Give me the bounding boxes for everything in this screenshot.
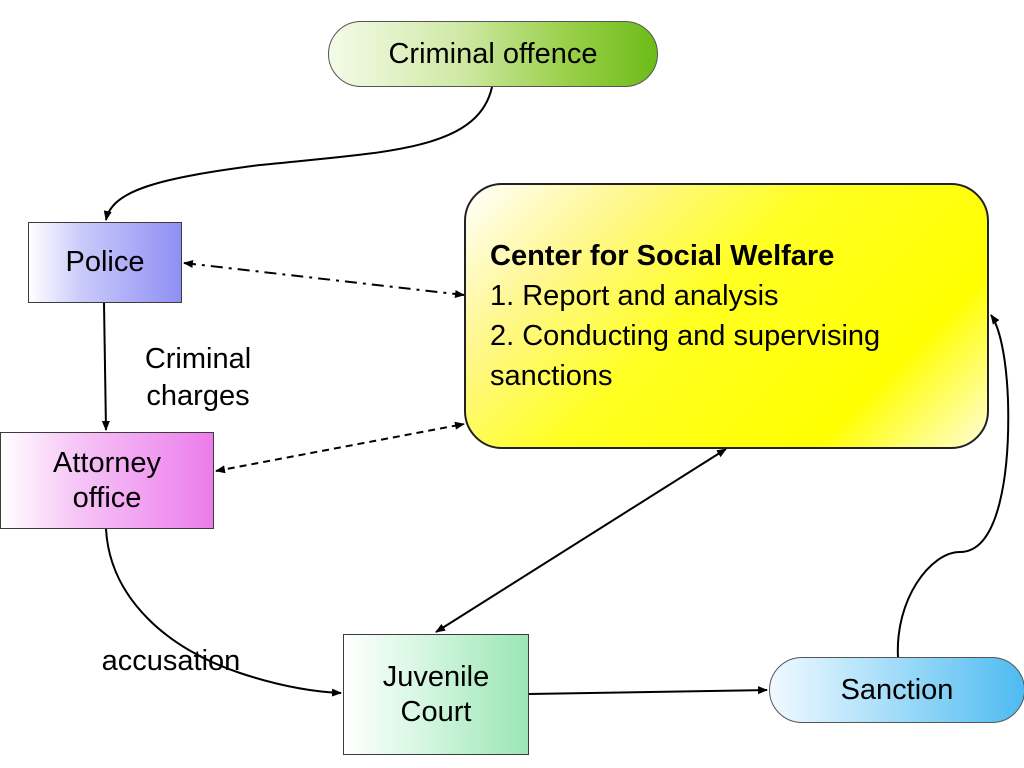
node-juvenile-court-line-2: Court [400,695,472,728]
node-sanction: Sanction [769,657,1024,723]
node-juvenile-court: Juvenile Court [343,634,529,755]
node-center-social-welfare: Center for Social Welfare 1. Report and … [464,183,989,449]
edge-offence-to-police [103,86,493,221]
node-attorney-office-line-1: Attorney [53,446,161,479]
edge-label-criminal-charges: Criminal charges [130,341,266,415]
node-center-item-1: 1. Report and analysis [490,279,779,312]
node-center-title: Center for Social Welfare [490,239,835,272]
node-center-item-2: 2. Conducting and supervising [490,320,881,352]
node-criminal-offence-label: Criminal offence [388,37,598,70]
node-juvenile-court-line-1: Juvenile [382,660,490,693]
node-criminal-offence: Criminal offence [328,21,658,87]
node-sanction-label: Sanction [840,673,954,706]
edge-police-to-attorney [101,302,110,431]
edge-label-criminal-charges-line-1: Criminal [144,343,252,375]
edge-attorney-to-court [105,528,342,697]
edge-label-criminal-charges-line-2: charges [146,379,250,412]
node-attorney-office-line-2: office [72,481,142,514]
edge-court-to-sanction [528,686,768,695]
edge-sanction-to-center [896,314,1010,658]
edge-label-accusation: accusation [101,645,241,677]
edge-court-center [435,448,727,633]
node-police-label: Police [65,246,145,279]
node-attorney-office: Attorney office [0,432,214,529]
edge-police-center [183,260,465,298]
edge-attorney-center [215,421,465,474]
node-center-item-3: sanctions [490,360,613,393]
node-police: Police [28,222,182,303]
